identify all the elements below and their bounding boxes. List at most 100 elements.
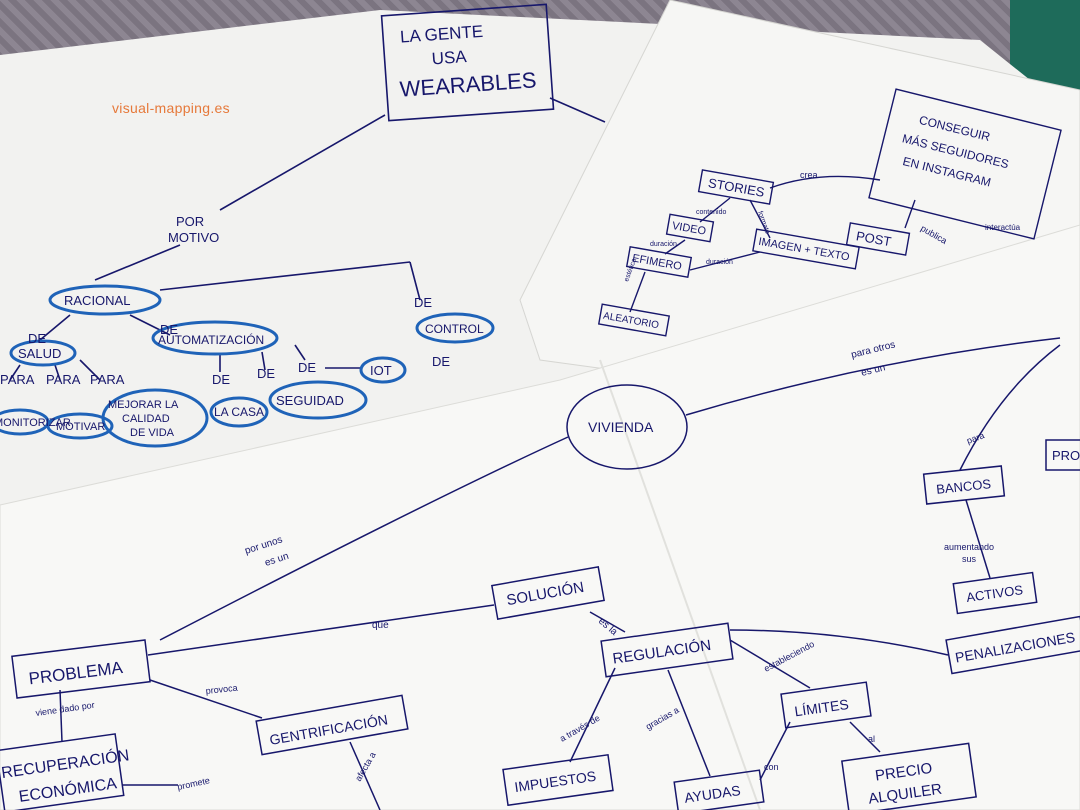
node-activos-box [952,571,1038,615]
node-stories-box [697,169,775,205]
link-por: POR [176,214,204,229]
node-limites: LÍMITES [793,696,849,719]
node-salud: SALUD [18,346,61,361]
link-aumentando: aumentando [944,542,994,552]
link-provoca: provoca [205,683,238,696]
node-recuperacion-box [0,733,125,810]
node-post-box [845,222,911,256]
edge-bancos-activos [965,499,991,579]
node-vivienda-circle [566,384,688,470]
link-que: que [372,620,389,631]
node-solucion-box [490,566,606,620]
node-penalizaciones-box [945,615,1080,675]
node-limites-box [780,681,872,729]
label-para-3: PARA [90,372,125,387]
node-gentrificacion-box [255,694,409,756]
wearables-center-box [380,3,555,122]
node-automatizacion: AUTOMATIZACIÓN [158,332,264,347]
node-seguridad-outline [268,380,368,420]
node-ayudas: AYUDAS [683,782,741,806]
edge-racional-auto [129,314,171,336]
node-aleatorio-box [597,303,671,337]
edge-auto-de3 [294,344,306,361]
watermark-text: visual-mapping.es [112,100,230,116]
edge-racional-desalud [39,314,71,341]
label-de-auto: DE [160,322,178,337]
node-activos: ACTIVOS [965,582,1024,605]
edge-regulacion-impuestos [569,667,616,763]
label-para-2: PARA [46,372,81,387]
node-imagen-box [752,228,860,270]
edge-stories-imagen [749,199,771,239]
wearables-center-line2: USA [431,47,468,68]
link-para-otros-es: es un [860,362,886,379]
link-contenido: contenido [696,209,726,216]
label-de-salud: DE [28,331,46,346]
node-solucion: SOLUCIÓN [505,579,585,609]
edge-gentrificacion-afecta [349,741,381,810]
link-por-unos-es: es un [264,551,291,569]
node-calidad-1: MEJORAR LA [108,399,179,411]
edge-center-motivo [219,114,386,211]
node-monitorizar: MONITORIZAR [0,417,71,429]
node-bancos-box [922,465,1006,505]
label-de-casa: DE [212,372,230,387]
edge-control-de [409,261,421,301]
node-seguridad: SEGUIDAD [276,393,344,408]
node-racional: RACIONAL [64,293,130,308]
node-efimero-box [625,245,693,279]
edge-regulacion-penalizaciones [729,629,949,656]
link-al: al [868,734,875,744]
node-problema: PROBLEMA [28,658,125,688]
edge-regulacion-ayudas [667,669,711,777]
edge-regulacion-limites [729,639,811,689]
edge-problema-solucion [147,604,495,656]
node-lacasa-outline [209,396,269,428]
node-problema-box [11,639,151,699]
edge-problema-gentrificacion [149,679,263,719]
link-duracion-1: duración [650,241,677,248]
node-control: CONTROL [425,322,484,336]
edge-salud-para2 [54,364,61,381]
link-gracias-a: gracias a [644,705,681,732]
label-de-low: DE [432,354,450,369]
link-es-la: es la [596,616,620,638]
edge-efimero-imagen [689,251,761,271]
edge-center-right [549,97,606,123]
node-vivienda: VIVIENDA [588,419,654,435]
edge-right-bancos [959,344,1061,471]
node-impuestos-box [502,753,614,807]
edge-limites-precio [849,721,881,753]
node-post: POST [855,228,893,249]
edge-vivienda-right [685,337,1061,416]
node-calidad-outline [101,388,209,448]
node-racional-outline [48,284,162,316]
link-con: con [764,762,779,772]
edge-motivo-racional [94,244,181,281]
edge-efimero-aleatorio [629,271,646,313]
edge-salud-para3 [79,359,101,381]
node-video-box [665,213,715,243]
label-de-seg: DE [257,366,275,381]
node-automatizacion-outline [151,320,279,356]
node-lacasa: LA CASA [214,405,264,419]
node-calidad-3: DE VIDA [130,427,175,439]
link-viene-dado: viene dado por [35,700,95,718]
node-regulacion: REGULACIÓN [612,637,713,668]
edge-solucion-regulacion [589,611,626,633]
node-control-outline [415,312,495,344]
node-recuperacion-2: ECONÓMICA [18,773,119,806]
node-ayudas-box [673,769,765,810]
link-para: para [965,430,985,446]
node-motivar: MOTIVAR [56,421,105,433]
node-bancos: BANCOS [936,476,992,497]
node-video: VIDEO [671,220,707,238]
node-pro-box [1045,439,1080,471]
edge-crea [769,175,881,189]
node-pro: PRO [1052,448,1080,463]
sheet-vivienda [0,224,1080,810]
edge-problema-recuperacion [59,689,63,743]
